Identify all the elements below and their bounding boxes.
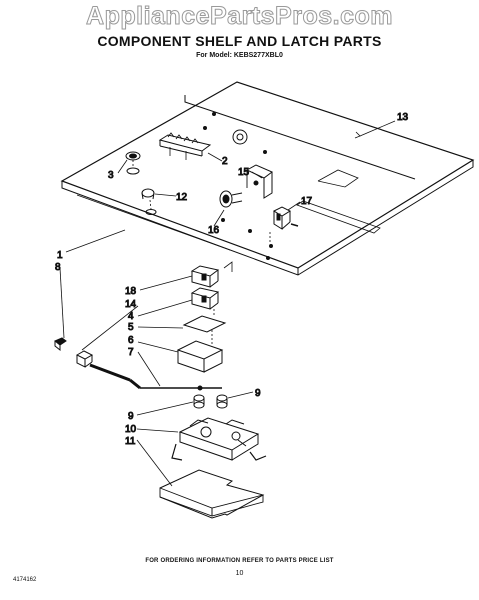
latch-switch-lower (190, 287, 220, 316)
plug-button (141, 188, 157, 215)
callout-3: 3 (108, 170, 114, 181)
model-subtitle: For Model: KEBS277XBL0 (196, 52, 283, 59)
lamp-socket (219, 190, 243, 208)
callout-7: 7 (128, 347, 134, 358)
callout-4: 4 (128, 311, 134, 322)
callout-14: 14 (125, 299, 137, 310)
callout-15: 15 (238, 167, 250, 178)
actuator-bracket (75, 350, 94, 368)
latch-switch-upper (190, 265, 220, 288)
callout-8: 8 (55, 262, 61, 273)
callout-6: 6 (128, 335, 134, 346)
callout-1: 1 (57, 250, 63, 261)
callout-11: 11 (125, 436, 136, 447)
watermark-text: AppliancePartsPros.com (86, 2, 393, 31)
latch-assembly (171, 417, 267, 461)
callout-9-left: 9 (128, 411, 134, 422)
callout-13: 13 (397, 112, 409, 123)
leader-lines (59, 120, 396, 487)
latch-clip (54, 337, 67, 352)
callout-9-right: 9 (255, 388, 261, 399)
callout-16: 16 (208, 225, 220, 236)
callout-10: 10 (125, 424, 137, 435)
terminal-block (158, 132, 212, 160)
callout-12: 12 (176, 192, 188, 203)
document-id: 4174162 (13, 577, 37, 583)
callout-2: 2 (222, 156, 228, 167)
page-number: 10 (235, 570, 244, 577)
spacer-right (216, 394, 228, 409)
callout-18: 18 (125, 286, 137, 297)
insulator (182, 315, 227, 333)
switch-cover (176, 330, 224, 373)
grommet (125, 151, 141, 175)
lamp-bracket (245, 164, 273, 199)
callout-5: 5 (128, 322, 134, 333)
spacer-left (193, 394, 205, 409)
latch-rod (89, 363, 222, 391)
diagram-title: COMPONENT SHELF AND LATCH PARTS (97, 33, 382, 49)
callout-17: 17 (301, 196, 313, 207)
switch-component (269, 206, 299, 242)
component-shelf (60, 81, 475, 276)
latch-plate (159, 469, 265, 519)
ordering-note: FOR ORDERING INFORMATION REFER TO PARTS … (145, 558, 334, 564)
